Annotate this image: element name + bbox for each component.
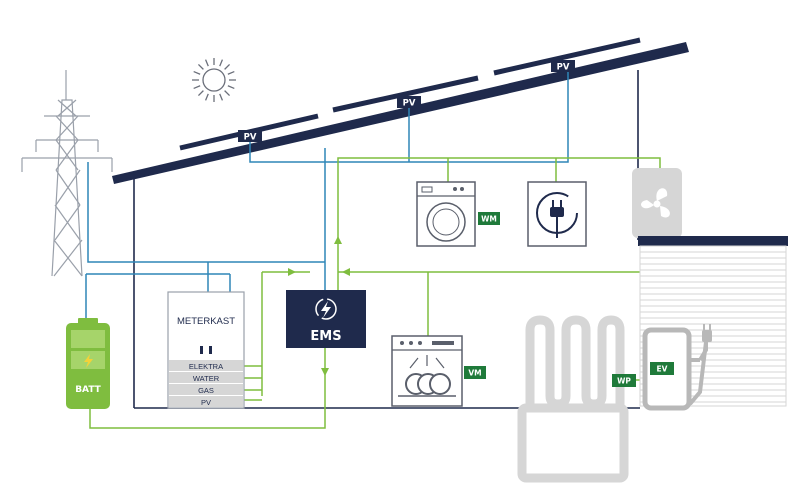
sun-ray — [204, 59, 209, 67]
meter-row-water: WATER — [193, 374, 220, 383]
sun-ray — [197, 90, 204, 97]
dishwasher: VM — [391, 335, 486, 407]
pv-wiring — [85, 66, 569, 322]
sun-icon — [192, 58, 236, 102]
ems-box[interactable]: EMS — [286, 290, 366, 348]
sun-ray — [204, 93, 209, 101]
battery-label: BATT — [75, 385, 101, 395]
sun-ray — [224, 90, 231, 97]
sun-ray — [227, 85, 235, 90]
fan-icon — [632, 168, 682, 238]
ev-charger: EV — [642, 324, 712, 411]
vm-label: VM — [468, 369, 481, 378]
ems-label: EMS — [310, 329, 341, 344]
ev-label: EV — [657, 365, 668, 374]
pv-label-text: PV — [244, 133, 257, 143]
pv-label-2: PV — [397, 96, 421, 109]
wm-label: WM — [481, 215, 497, 224]
arrowheads — [288, 236, 350, 376]
roof — [112, 42, 689, 184]
sun-ray — [193, 70, 201, 75]
sun-ray — [197, 63, 204, 70]
sun-ray — [219, 93, 224, 101]
pv-label-1: PV — [238, 130, 262, 143]
meter-row-pv: PV — [201, 398, 211, 407]
meter-title: METERKAST — [177, 316, 235, 327]
sun-ray — [224, 63, 231, 70]
pv-label-3: PV — [551, 60, 575, 73]
plug-icon — [527, 181, 587, 247]
sun-ray — [219, 59, 224, 67]
pv-label-text: PV — [403, 99, 416, 109]
heat-pump: WP — [517, 315, 636, 483]
lightning-icon — [321, 301, 331, 318]
sun-ray — [193, 85, 201, 90]
meter-cabinet: METERKAST ELEKTRA WATER GAS PV — [167, 291, 245, 409]
battery: BATT — [66, 318, 110, 409]
sun-ray — [227, 70, 235, 75]
meter-row-elektra: ELEKTRA — [189, 362, 223, 371]
wp-label: WP — [617, 377, 631, 386]
washing-machine: WM — [416, 181, 500, 247]
meter-row-gas: GAS — [198, 386, 214, 395]
pylon-icon — [21, 70, 113, 277]
lightning-icon — [84, 354, 93, 368]
pv-label-text: PV — [557, 63, 570, 73]
